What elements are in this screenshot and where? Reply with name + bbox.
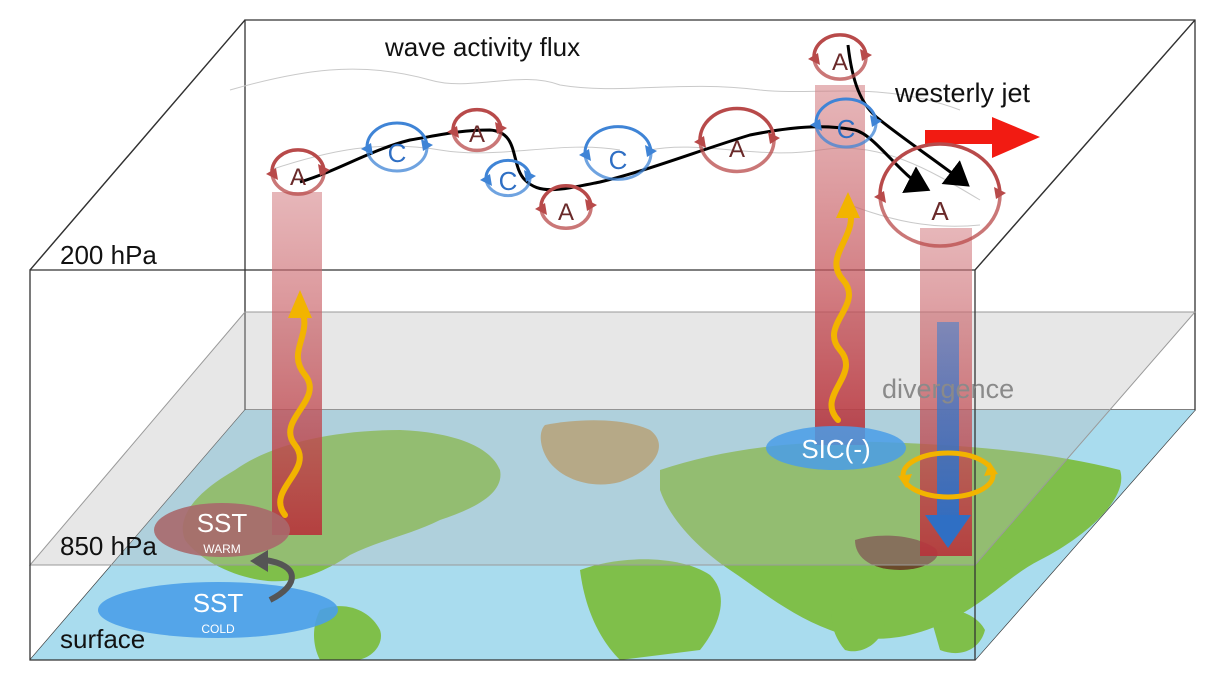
circulation-arc [484,177,532,198]
divergence-arrow [925,322,971,548]
circulation-arrowhead [874,191,886,203]
circulation-arrowhead [421,139,433,151]
center-label: C [499,166,518,196]
cyclone-center-c4: C [810,97,882,149]
wave-left [277,302,313,518]
circulation-arrowhead [808,53,820,65]
circulation-arc [814,122,878,149]
circulation-arc [539,184,593,208]
greenland-landmass [540,420,659,485]
circulation-arrowhead [480,174,492,186]
anticyclone-center-a1: A [266,148,330,196]
circulation-arc [539,206,593,230]
label-surface: surface [60,624,145,654]
tibetan-plateau [855,535,938,570]
center-label: C [837,114,856,144]
circulation-arrowhead [694,136,706,148]
circulation-arc [812,33,868,58]
box-front [29,19,1196,661]
circulation-arrowhead [524,170,536,182]
japan-landmass [998,548,1021,569]
cold-to-warm-arrow [264,557,295,603]
center-label: C [609,145,628,175]
circulation-arrowhead [318,164,330,176]
label-850-hpa: 850 hPa [60,531,157,561]
circulation-arrowhead [810,119,822,131]
anticyclone-center-a4: A [694,106,780,174]
anticyclone-center-a2: A [447,107,507,153]
sst-cold-sublabel: COLD [201,622,235,636]
label-westerly-jet: westerly jet [894,78,1031,108]
south-asia-landmass [831,598,885,652]
center-label: C [388,138,407,168]
circulation-arrowhead [645,145,657,157]
westerly-jet-arrow [925,117,1040,158]
circulation-arc [878,142,1002,196]
circulation-arc [698,106,776,141]
circulation-arc [451,107,503,131]
circulation-arrowhead [860,49,872,61]
sst-cold-label: SST [193,588,244,618]
anticyclone-center-a3: A [535,184,597,230]
center-label: A [931,196,949,226]
circulation-arrowhead [585,199,597,211]
circulation-arc [878,194,1002,248]
wave-middle [828,202,854,423]
circulation-arc [583,152,653,181]
circulation-arrowhead [870,115,882,127]
circulation-arrowhead [495,122,507,134]
cyclone-center-c3: C [579,125,657,181]
center-label: A [832,49,848,76]
circulation-arc [812,56,868,81]
africa-landmass [580,559,721,660]
circulation-arc [365,121,429,148]
sst-warm-sublabel: WARM [203,542,241,556]
sic-anomaly: SIC(-) [766,426,906,470]
circulation-arrowhead [447,126,459,138]
circulation-arc [698,139,776,174]
circulation-arc [583,125,653,154]
anticyclone-center-a6: A [874,142,1006,248]
label-200-hpa: 200 hPa [60,240,157,270]
circulation-arrowhead [266,168,278,180]
circulation-arc [365,146,429,173]
circulation-arc [451,129,503,153]
circulation-arrowhead [361,143,373,155]
anticyclone-center-a5: A [808,33,872,81]
cyclone-center-c2: C [480,158,536,198]
circulation-arc [270,148,326,173]
wave-activity-flux-path [299,125,931,193]
circulation-arrowhead [579,149,591,161]
sst-warm-anomaly: SST WARM [154,503,290,557]
label-divergence: divergence [882,374,1014,404]
center-label: A [469,121,485,148]
surface-circulation-ring [898,450,998,500]
circulation-arrowhead [994,187,1006,199]
circulation-arc [270,171,326,196]
sst-warm-label: SST [197,508,248,538]
circulation-arc [814,97,878,124]
sic-label: SIC(-) [801,434,870,464]
center-label: A [290,164,306,191]
center-label: A [729,136,745,163]
circulation-arrowhead [768,132,780,144]
title-wave-activity-flux: wave activity flux [384,32,580,62]
circulation-arc [484,158,532,179]
circulation-arrowhead [535,203,547,215]
cyclone-center-c1: C [361,121,433,173]
center-label: A [558,199,574,226]
